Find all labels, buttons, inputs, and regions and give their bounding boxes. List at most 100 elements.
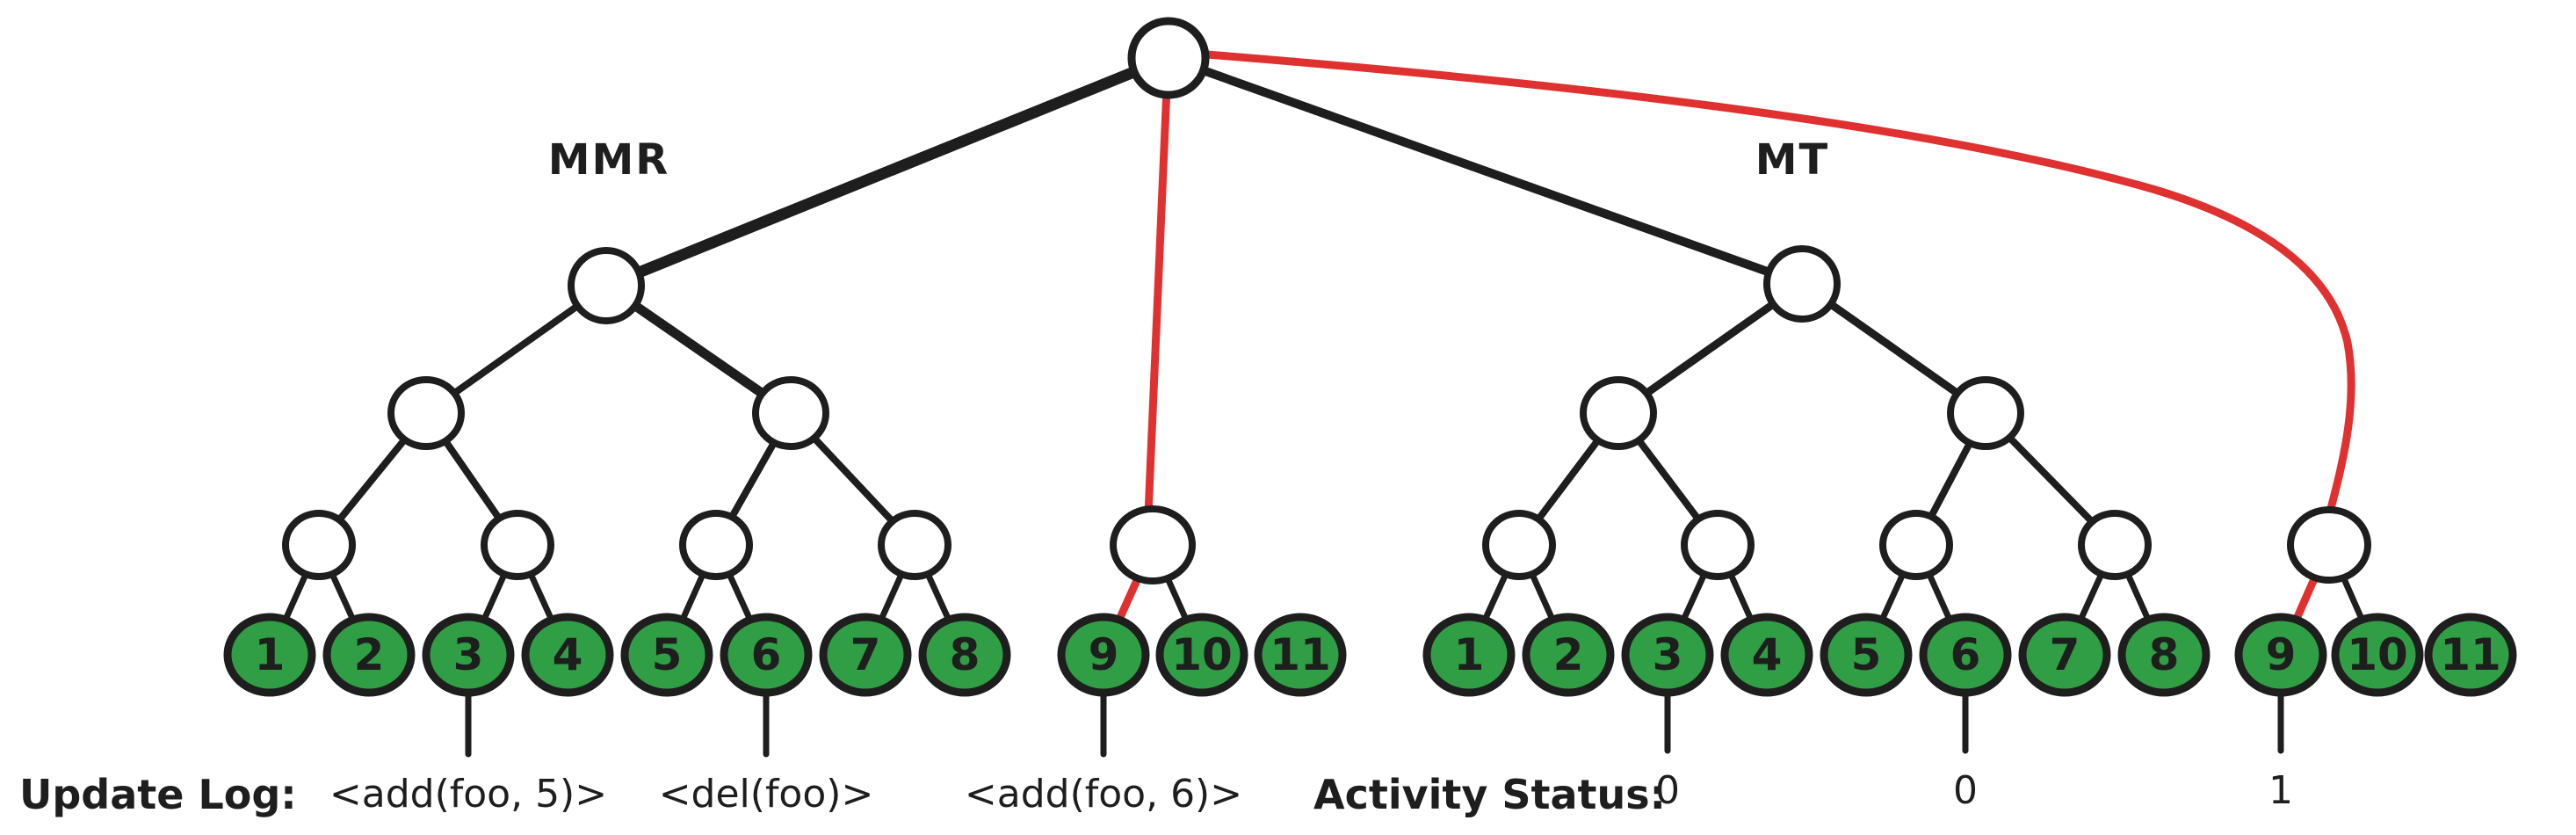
leaf-number: 10 (1171, 629, 1233, 680)
leaf-circle (1422, 613, 1516, 697)
mt-leaf-node-5: 5 (1820, 613, 1913, 697)
internal-nodes (282, 17, 2371, 584)
mmr-internal-node (481, 510, 554, 580)
mmr-leaf-node-5: 5 (620, 613, 713, 697)
leaf-number: 3 (453, 629, 484, 680)
mt-internal-node (1879, 510, 1953, 580)
mmr-internal-node (387, 376, 465, 450)
labels: MMR MT Update Log: <add(foo, 5)> <del(fo… (19, 135, 2293, 818)
leaf-number: 8 (950, 629, 980, 680)
leaf-circle (521, 613, 614, 697)
leaf-circle (422, 613, 515, 697)
mmr-leaf-node-6: 6 (720, 613, 813, 697)
activity-status-value-2: 0 (1953, 768, 1978, 813)
leaf-number: 2 (1553, 629, 1584, 680)
mt-tree-label: MT (1755, 135, 1830, 185)
mt-internal-node (1681, 510, 1755, 580)
leaf-number: 6 (1950, 629, 1981, 680)
leaf-number: 9 (1089, 629, 1119, 680)
leaf-circle (2424, 613, 2517, 697)
mmr-leaf-node-3: 3 (422, 613, 515, 697)
mt-internal-node (1482, 510, 1556, 580)
mmr-tree-label: MMR (548, 135, 670, 185)
mmr-leaf-node-2: 2 (322, 613, 416, 697)
mt-internal-node (1580, 376, 1657, 450)
leaf-number: 6 (751, 629, 782, 680)
leaf-circle (2234, 613, 2327, 697)
leaf-number: 5 (652, 629, 683, 680)
leaf-circle (322, 613, 416, 697)
mmr-leaf-node-7: 7 (819, 613, 912, 697)
apex-node (1127, 17, 1210, 99)
leaf-circle (1155, 613, 1248, 697)
mmr-internal-node (878, 510, 952, 580)
update-log-label: Update Log: (19, 771, 297, 818)
mmr-peak-9-10-node (1110, 505, 1196, 584)
leaf-number: 3 (1653, 629, 1683, 680)
leaf-circle (1820, 613, 1913, 697)
update-log-entry-1: <add(foo, 5)> (329, 772, 607, 817)
leaf-number: 5 (1851, 629, 1882, 680)
leaf-circle (1254, 613, 1347, 697)
leaf-circle (223, 613, 316, 697)
mmr-internal-node (752, 376, 829, 450)
leaf-number: 7 (850, 629, 881, 680)
mt-leaf-node-10: 10 (2331, 613, 2424, 697)
mt-leaf-node-4: 4 (1720, 613, 1813, 697)
mmr-leaf-node-11: 11 (1254, 613, 1347, 697)
activity-status-label: Activity Status: (1313, 771, 1666, 818)
red-edge-apex-to-mmr-peak (1144, 84, 1171, 519)
mt-leaf-node-1: 1 (1422, 613, 1516, 697)
update-log-entry-2: <del(foo)> (659, 772, 874, 817)
leaf-number: 4 (1752, 629, 1783, 680)
leaf-number: 4 (553, 629, 583, 680)
red-curve-apex-to-mt-node (1203, 50, 2355, 516)
leaf-number: 11 (1270, 629, 1331, 680)
mt-leaf-row: 1 2 3 4 5 6 7 8 9 10 11 (1422, 613, 2517, 754)
leaf-number: 9 (2266, 629, 2297, 680)
mmr-internal-node (679, 510, 753, 580)
mmr-leaf-node-10: 10 (1155, 613, 1248, 697)
leaf-number: 7 (2050, 629, 2080, 680)
leaf-circle (1522, 613, 1615, 697)
leaf-number: 8 (2149, 629, 2180, 680)
leaf-circle (720, 613, 813, 697)
leaf-number: 2 (354, 629, 385, 680)
mmr-leaf-node-4: 4 (521, 613, 614, 697)
mt-leaf-node-6: 6 (1919, 613, 2012, 697)
mt-leaf-node-7: 7 (2018, 613, 2111, 697)
mt-node-9-10 (2287, 506, 2371, 584)
leaf-circle (1720, 613, 1813, 697)
mt-leaf-node-8: 8 (2117, 613, 2211, 697)
mmr-leaf-node-1: 1 (223, 613, 316, 697)
mt-internal-node (1947, 376, 2024, 450)
leaf-circle (1919, 613, 2012, 697)
mmr-root-node (568, 247, 645, 324)
mt-internal-node (2078, 510, 2152, 580)
mmr-internal-node (282, 510, 356, 580)
mt-leaf-node-9: 9 (2234, 613, 2327, 697)
leaf-circle (819, 613, 912, 697)
leaf-circle (1621, 613, 1714, 697)
activity-status-value-1: 0 (1655, 768, 1680, 813)
edge-apex-to-mt-root (1164, 54, 1806, 288)
mmr-leaf-node-8: 8 (918, 613, 1011, 697)
leaf-circle (918, 613, 1011, 697)
leaf-number: 10 (2347, 629, 2408, 680)
leaf-circle (2331, 613, 2424, 697)
leaf-circle (2018, 613, 2111, 697)
update-log-entry-3: <add(foo, 6)> (965, 772, 1242, 817)
activity-status-value-3: 1 (2268, 768, 2293, 813)
mmr-leaf-node-9: 9 (1057, 613, 1150, 697)
leaf-circle (1057, 613, 1150, 697)
mt-root-node (1763, 245, 1841, 323)
leaf-number: 1 (1454, 629, 1485, 680)
mt-leaf-node-11: 11 (2424, 613, 2517, 697)
leaf-circle (2117, 613, 2211, 697)
mt-leaf-node-2: 2 (1522, 613, 1615, 697)
mt-leaf-node-3: 3 (1621, 613, 1714, 697)
leaf-circle (620, 613, 713, 697)
